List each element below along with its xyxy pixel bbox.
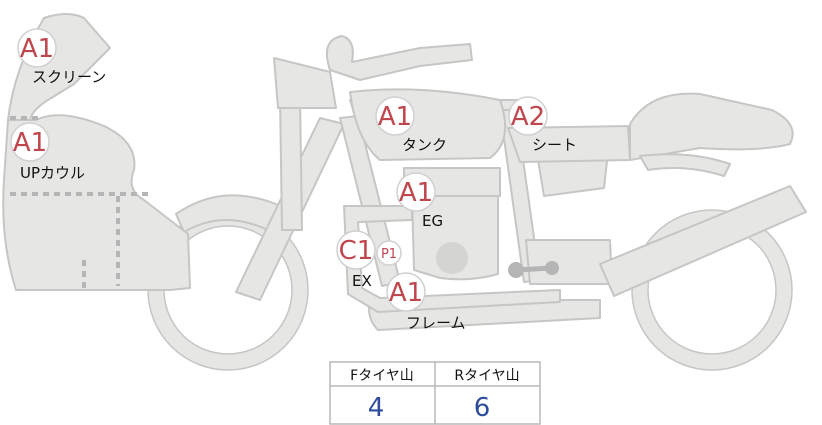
tank-grade-badge: A1	[375, 96, 415, 136]
rear-tread-label: Rタイヤ山	[454, 368, 519, 384]
upper-cowl	[2, 114, 191, 291]
tank-grade: A1	[378, 102, 412, 132]
exhaust-grade-badge: C1	[336, 230, 376, 270]
swing-arm	[599, 185, 807, 297]
upper-cowl-grade: A1	[13, 128, 47, 158]
frame-grade-badge: A1	[386, 272, 426, 312]
frame-grade: A1	[389, 278, 423, 308]
exhaust-subgrade-badge: P1	[376, 240, 402, 266]
tank-label: タンク	[402, 136, 447, 154]
screen-label: スクリーン	[32, 68, 106, 86]
exhaust-pipe	[343, 205, 561, 313]
cowl-dashed-guides	[10, 116, 150, 288]
screen-grade: A1	[20, 34, 54, 64]
headlight	[273, 57, 337, 109]
tire-tread-table: Fタイヤ山 Rタイヤ山 4 6	[329, 361, 541, 425]
tail-cowl	[629, 92, 794, 161]
exhaust-subgrade: P1	[381, 247, 397, 262]
fork-tube	[279, 95, 303, 231]
front-tread-label: Fタイヤ山	[350, 368, 414, 384]
seat-grade-badge: A2	[508, 96, 548, 136]
engine-grade: A1	[399, 178, 433, 208]
engine-grade-badge: A1	[396, 172, 436, 212]
screen-grade-badge: A1	[17, 28, 57, 68]
windscreen	[7, 13, 111, 121]
front-tread-value: 4	[368, 393, 385, 423]
seat-label: シート	[532, 136, 577, 154]
exhaust-label: EX	[352, 272, 372, 290]
handlebar	[326, 35, 473, 81]
seat-grade: A2	[511, 102, 545, 132]
upper-cowl-grade-badge: A1	[10, 122, 50, 162]
engine-cover	[436, 242, 468, 274]
engine-block	[411, 195, 499, 281]
engine-label: EG	[422, 212, 443, 230]
chain-adjuster	[508, 261, 559, 278]
rear-fender	[639, 153, 731, 177]
frame-label: フレーム	[406, 314, 466, 332]
exhaust-grade: C1	[339, 236, 374, 266]
rear-tread-value: 6	[474, 393, 491, 423]
exhaust-muffler	[525, 239, 613, 285]
upper-cowl-label: UPカウル	[20, 164, 85, 182]
